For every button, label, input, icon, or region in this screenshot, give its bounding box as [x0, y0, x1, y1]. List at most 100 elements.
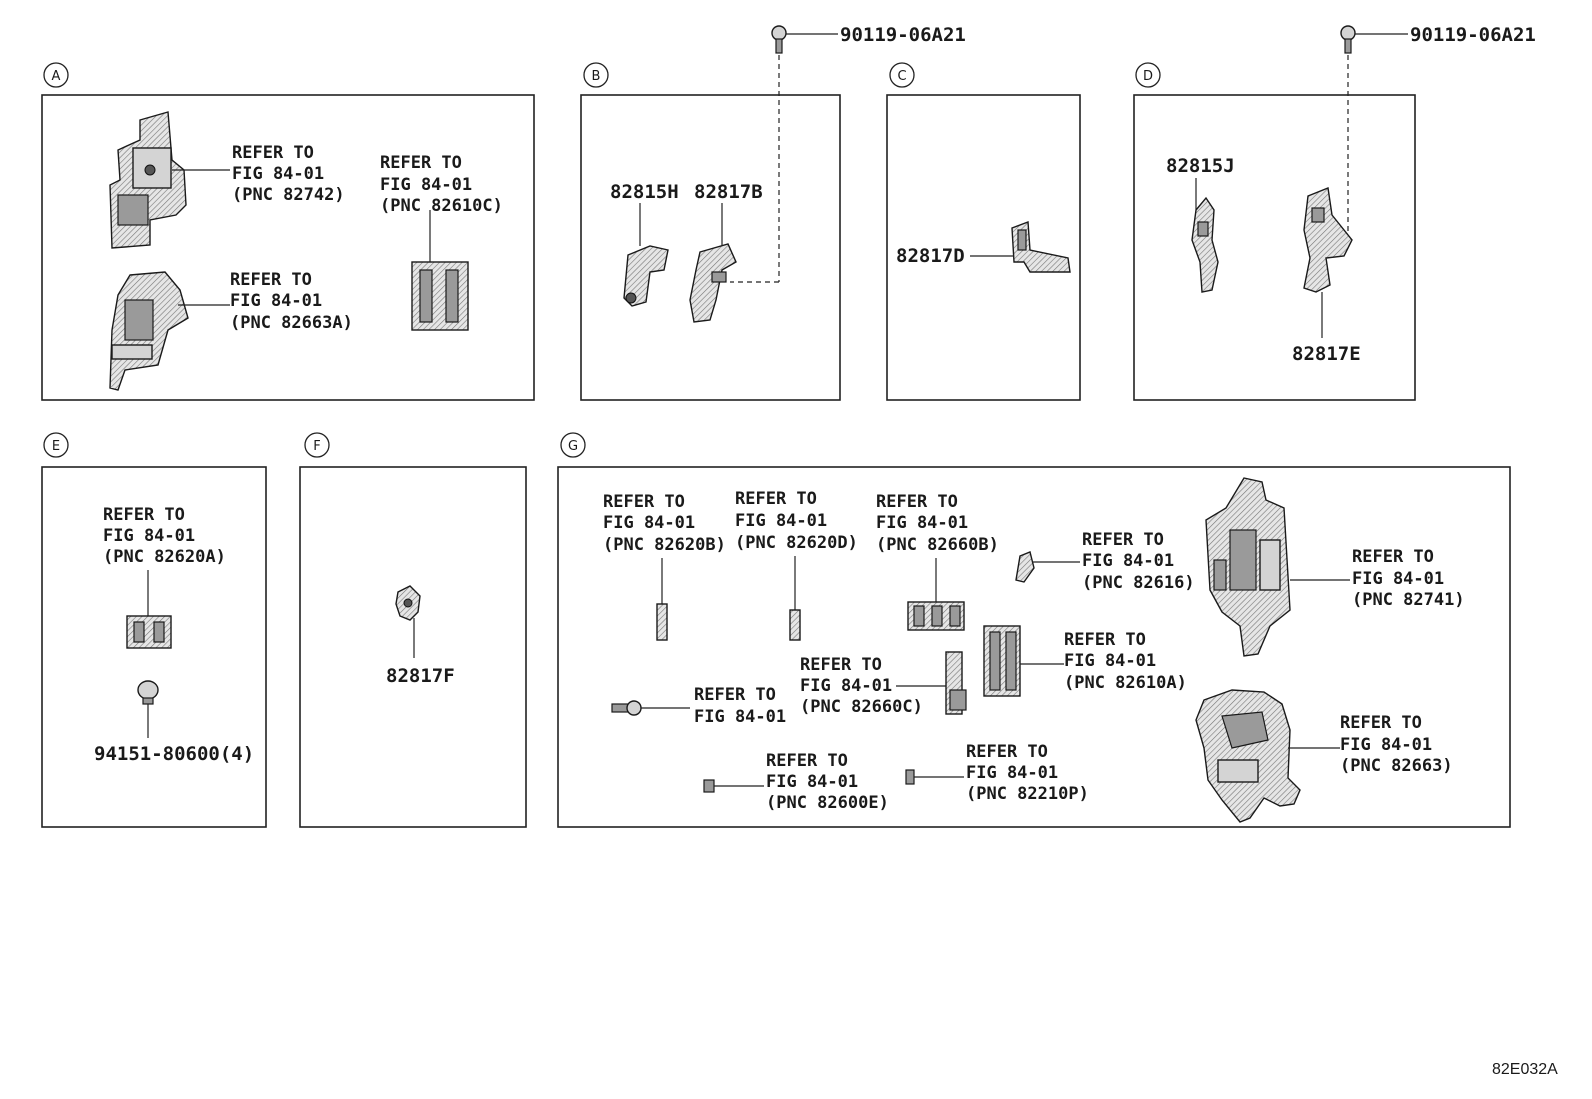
ref-g9-pnc: (PNC 82600E) — [766, 793, 889, 813]
ref-g7-pnc: (PNC 82610A) — [1064, 673, 1187, 693]
ref-a2-line2: FIG 84-01 — [380, 175, 472, 195]
section-d: D 90119-06A21 82815J 82817E — [1133, 24, 1536, 401]
bracket-82817d — [970, 221, 1071, 273]
ref-g5-line2: FIG 84-01 — [1352, 569, 1444, 589]
ref-g1-pnc: (PNC 82620B) — [603, 535, 726, 555]
section-g: G REFER TO FIG 84-01 (PNC 82620B) REFER … — [557, 432, 1511, 828]
connector-82610a — [983, 625, 1064, 697]
part-82817e: 82817E — [1292, 343, 1361, 365]
section-g-label: G — [568, 439, 578, 454]
ref-g6-line2: FIG 84-01 — [800, 676, 892, 696]
ref-e1-line2: FIG 84-01 — [103, 526, 195, 546]
relay-82620a — [126, 570, 172, 649]
ref-a1-line1: REFER TO — [232, 143, 314, 163]
bracket-82817e — [1303, 187, 1353, 338]
relay-box-82663 — [1195, 689, 1340, 823]
ref-g2-pnc: (PNC 82620D) — [735, 533, 858, 553]
ref-e1-line1: REFER TO — [103, 505, 185, 525]
ref-g7-line2: FIG 84-01 — [1064, 651, 1156, 671]
section-b: B 90119-06A21 82815H 82817B — [580, 24, 966, 401]
section-e-marker — [43, 432, 69, 458]
ref-g9-line1: REFER TO — [766, 751, 848, 771]
relay-bracket-82742 — [109, 111, 230, 249]
section-c-marker — [889, 62, 915, 88]
ref-g4-pnc: (PNC 82616) — [1082, 573, 1195, 593]
section-f-frame — [299, 466, 527, 828]
section-a-frame — [41, 94, 535, 401]
ref-a3-line1: REFER TO — [230, 270, 312, 290]
ref-g6-pnc: (PNC 82660C) — [800, 697, 923, 717]
part-94151-80600: 94151-80600(4) — [94, 743, 254, 765]
ref-g1-line2: FIG 84-01 — [603, 513, 695, 533]
fuse-82620d — [789, 556, 801, 641]
section-e: E REFER TO FIG 84-01 (PNC 82620A) 94151-… — [41, 432, 267, 828]
section-e-frame — [41, 466, 267, 828]
bolt-d — [1340, 25, 1408, 240]
section-c-label: C — [897, 69, 906, 84]
bracket-82817b — [689, 203, 737, 323]
section-a-marker — [43, 62, 69, 88]
section-f: F 82817F — [299, 432, 527, 828]
ref-g10-line1: REFER TO — [966, 742, 1048, 762]
section-c: C 82817D — [886, 62, 1081, 401]
section-f-label: F — [313, 439, 320, 454]
section-d-frame — [1133, 94, 1416, 401]
connector-82610c — [411, 210, 469, 331]
ref-g8-line2: FIG 84-01 — [694, 707, 786, 727]
part-82817f: 82817F — [386, 665, 455, 687]
ref-g4-line1: REFER TO — [1082, 530, 1164, 550]
section-b-marker — [583, 62, 609, 88]
relay-bracket-82663a — [109, 271, 230, 391]
ref-a1-pnc: (PNC 82742) — [232, 185, 345, 205]
part-82616-shape — [1015, 551, 1080, 583]
ref-g10-pnc: (PNC 82210P) — [966, 784, 1089, 804]
ref-a3-pnc: (PNC 82663A) — [230, 313, 353, 333]
section-d-label: D — [1143, 69, 1153, 84]
ref-g5-line1: REFER TO — [1352, 547, 1434, 567]
ref-g10-line2: FIG 84-01 — [966, 763, 1058, 783]
bracket-82815j — [1191, 178, 1219, 293]
junction-block-82741 — [1205, 477, 1350, 657]
section-e-label: E — [52, 439, 60, 454]
part-82815j: 82815J — [1166, 155, 1235, 177]
relay-82660b — [907, 558, 965, 631]
bolt-b-part-number: 90119-06A21 — [840, 24, 966, 46]
ref-a1-line2: FIG 84-01 — [232, 164, 324, 184]
fuse-82620b — [656, 558, 668, 641]
section-b-frame — [580, 94, 841, 401]
ref-a3-line2: FIG 84-01 — [230, 291, 322, 311]
section-c-frame — [886, 94, 1081, 401]
ref-g3-line1: REFER TO — [876, 492, 958, 512]
section-b-label: B — [592, 69, 601, 84]
ref-g11-line1: REFER TO — [1340, 713, 1422, 733]
ref-a2-pnc: (PNC 82610C) — [380, 196, 503, 216]
ref-g11-line2: FIG 84-01 — [1340, 735, 1432, 755]
part-82817d: 82817D — [896, 245, 965, 267]
section-d-marker — [1135, 62, 1161, 88]
bolt-g — [611, 700, 690, 716]
ref-g4-line2: FIG 84-01 — [1082, 551, 1174, 571]
ref-e1-pnc: (PNC 82620A) — [103, 547, 226, 567]
section-g-frame — [557, 466, 1511, 828]
ref-g8-line1: REFER TO — [694, 685, 776, 705]
part-82815h: 82815H — [610, 181, 679, 203]
relay-82660c — [896, 651, 967, 715]
section-g-marker — [560, 432, 586, 458]
ref-g5-pnc: (PNC 82741) — [1352, 590, 1465, 610]
ref-g11-pnc: (PNC 82663) — [1340, 756, 1453, 776]
ref-a2-line1: REFER TO — [380, 153, 462, 173]
ref-g2-line2: FIG 84-01 — [735, 511, 827, 531]
section-a: A REFER TO FIG 84-01 (PNC 82742) REFER T… — [41, 62, 535, 401]
section-a-label: A — [52, 69, 61, 84]
connector-82600e — [703, 779, 764, 793]
section-f-marker — [304, 432, 330, 458]
ref-g1-line1: REFER TO — [603, 492, 685, 512]
connector-82210p — [905, 769, 964, 785]
bracket-82817f — [395, 585, 421, 658]
clip-94151-80600 — [137, 680, 159, 738]
figure-id: 82E032A — [1492, 1061, 1558, 1078]
ref-g7-line1: REFER TO — [1064, 630, 1146, 650]
part-82817b: 82817B — [694, 181, 763, 203]
ref-g3-pnc: (PNC 82660B) — [876, 535, 999, 555]
